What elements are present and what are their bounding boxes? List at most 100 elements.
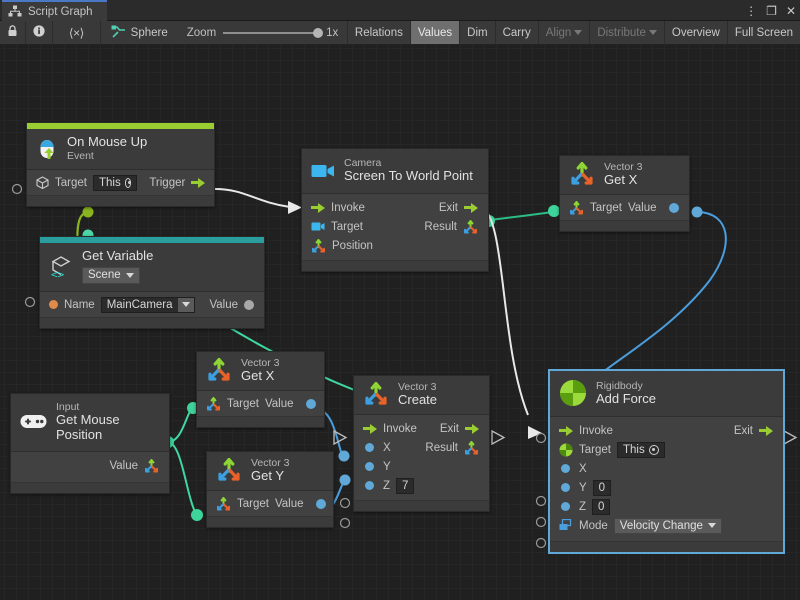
on-mouse-up-node[interactable]: On Mouse Up Event Target This xyxy=(26,122,215,207)
node-body: Name MainCamera Value xyxy=(40,292,264,318)
flow-out-icon xyxy=(464,202,478,213)
port-row-name[interactable]: Name MainCamera Value xyxy=(40,295,264,314)
target-picker-icon[interactable] xyxy=(124,177,132,188)
carry-button[interactable]: Carry xyxy=(496,21,539,44)
maximize-icon[interactable]: ❐ xyxy=(766,3,777,18)
node-header: Input Get Mouse Position xyxy=(11,394,169,452)
port-row-value[interactable]: Value xyxy=(11,457,169,476)
port-row-target[interactable]: Target This Trigger xyxy=(27,173,214,192)
vector3-get-y-node[interactable]: Vector 3 Get Y Target Value xyxy=(206,451,334,528)
vector3-create-node[interactable]: Vector 3 Create Invoke Exit X Result xyxy=(353,375,490,512)
mode-dropdown[interactable]: Velocity Change xyxy=(613,517,722,534)
node-subtitle: Vector 3 xyxy=(251,457,290,469)
z-label: Z xyxy=(579,500,587,513)
z-value-field[interactable]: 0 xyxy=(592,498,611,515)
variable-name-combo[interactable]: MainCamera xyxy=(100,296,195,313)
port-row-invoke[interactable]: Invoke Exit xyxy=(302,198,488,217)
variable-name-dropdown-button[interactable] xyxy=(177,297,194,312)
node-subtitle: Vector 3 xyxy=(398,381,437,393)
node-header: Vector 3 Get X xyxy=(560,156,689,195)
rigidbody-port-icon xyxy=(559,443,573,457)
float-port-icon xyxy=(561,483,570,492)
port-row-target[interactable]: Target This xyxy=(550,440,783,459)
vector3-get-x-node-top[interactable]: Vector 3 Get X Target Value xyxy=(559,155,690,232)
get-variable-node[interactable]: <> Get Variable Scene Name MainCamera xyxy=(39,236,265,330)
camera-screen-to-world-point-node[interactable]: Camera Screen To World Point Invoke Exit xyxy=(301,148,489,272)
enum-port-icon xyxy=(559,519,573,532)
node-title: On Mouse Up xyxy=(67,134,148,149)
more-options-icon[interactable]: ⋮ xyxy=(745,3,758,18)
code-button[interactable]: ⟨×⟩ xyxy=(53,21,101,44)
port-row-z[interactable]: Z 0 xyxy=(550,497,783,516)
overview-button[interactable]: Overview xyxy=(665,21,728,44)
value-out-port[interactable] xyxy=(305,398,316,409)
vector3-get-x-node-mid[interactable]: Vector 3 Get X Target Value xyxy=(196,351,325,428)
code-brackets-icon: ⟨×⟩ xyxy=(68,25,84,40)
rigidbody-add-force-node[interactable]: Rigidbody Add Force Invoke Exit xyxy=(549,370,784,553)
port-row-x[interactable]: X xyxy=(550,459,783,478)
port-row-target[interactable]: Target Result xyxy=(302,217,488,236)
chevron-down-icon xyxy=(648,30,657,35)
node-body: Target Value xyxy=(197,391,324,416)
node-subtitle: Vector 3 xyxy=(241,357,280,369)
port-row-y[interactable]: Y xyxy=(354,457,489,476)
node-footer xyxy=(560,220,689,231)
target-value-field[interactable]: This xyxy=(92,174,138,191)
port-row-target-value[interactable]: Target Value xyxy=(197,394,324,413)
zoom-slider[interactable] xyxy=(223,27,324,38)
target-label: Target xyxy=(579,443,611,456)
node-header: <> Get Variable Scene xyxy=(40,243,264,293)
port-row-y[interactable]: Y 0 xyxy=(550,478,783,497)
exit-label: Exit xyxy=(733,424,753,437)
target-picker-icon[interactable] xyxy=(648,444,659,455)
node-header: On Mouse Up Event xyxy=(27,129,214,170)
z-value-field[interactable]: 7 xyxy=(396,477,415,494)
node-header: Vector 3 Create xyxy=(354,376,489,415)
target-object[interactable]: Sphere xyxy=(101,21,178,44)
port-row-mode[interactable]: Mode Velocity Change xyxy=(550,516,783,535)
target-value-text: This xyxy=(622,443,645,456)
dim-button[interactable]: Dim xyxy=(460,21,496,44)
port-row-target-value[interactable]: Target Value xyxy=(560,198,689,217)
port-row-position[interactable]: Position xyxy=(302,236,488,255)
node-header: Camera Screen To World Point xyxy=(302,149,488,194)
target-value-field[interactable]: This xyxy=(616,441,665,458)
y-label: Y xyxy=(383,460,391,473)
tab-script-graph[interactable]: Script Graph xyxy=(2,0,107,21)
input-get-mouse-position-node[interactable]: Input Get Mouse Position Value xyxy=(10,393,170,494)
zoom-slider-handle[interactable] xyxy=(313,27,324,38)
info-button[interactable] xyxy=(26,21,53,44)
port-row-target-value[interactable]: Target Value xyxy=(207,494,333,513)
flow-in-icon xyxy=(311,202,325,213)
port-row-z[interactable]: Z 7 xyxy=(354,476,489,495)
fullscreen-button[interactable]: Full Screen xyxy=(734,26,793,39)
relations-button[interactable]: Relations xyxy=(348,21,411,44)
value-out-port[interactable] xyxy=(669,202,679,213)
close-icon[interactable]: ✕ xyxy=(785,3,796,18)
value-out-port[interactable] xyxy=(315,498,326,509)
value-out-port[interactable] xyxy=(244,299,254,310)
mouse-up-icon xyxy=(36,138,58,160)
result-label: Result xyxy=(424,220,457,233)
port-row-invoke[interactable]: Invoke Exit xyxy=(354,419,489,438)
y-value-field[interactable]: 0 xyxy=(592,479,612,496)
distribute-button[interactable]: Distribute xyxy=(590,21,665,44)
flow-in-icon xyxy=(363,423,377,434)
vector3-port-icon xyxy=(144,459,159,473)
node-body: Target Value xyxy=(207,491,333,516)
zoom-label: Zoom xyxy=(186,26,217,39)
node-subtitle: Rigidbody xyxy=(596,379,643,392)
window-controls: ⋮ ❐ ✕ xyxy=(745,0,796,21)
port-row-x[interactable]: X Result xyxy=(354,438,489,457)
graph-canvas[interactable]: On Mouse Up Event Target This xyxy=(0,45,800,600)
node-subtitle: Input xyxy=(56,401,80,413)
node-title: Screen To World Point xyxy=(344,168,473,184)
node-footer xyxy=(207,516,333,527)
lock-button[interactable] xyxy=(0,21,26,44)
values-button[interactable]: Values xyxy=(410,21,461,44)
align-button[interactable]: Align xyxy=(539,21,591,44)
mode-label: Mode xyxy=(579,519,608,532)
port-row-invoke[interactable]: Invoke Exit xyxy=(550,421,783,440)
zoom-value: 1x xyxy=(326,26,339,39)
variable-scope-dropdown[interactable]: Scene xyxy=(82,266,140,285)
